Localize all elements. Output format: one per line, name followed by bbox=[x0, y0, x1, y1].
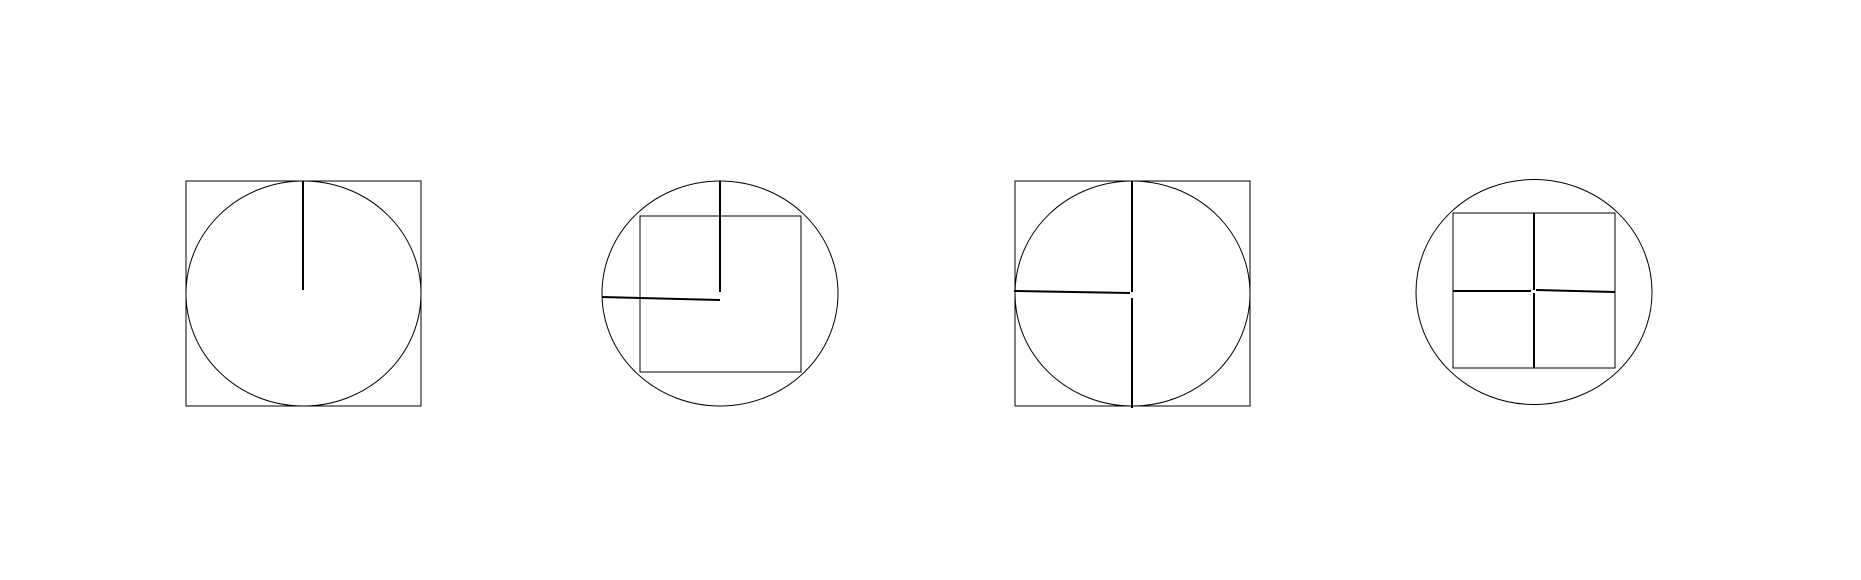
figure-2 bbox=[601, 180, 839, 407]
figure-4-segment-right bbox=[1535, 289, 1616, 293]
figure-3-segment-left bbox=[1013, 290, 1131, 294]
figure-1 bbox=[185, 180, 422, 407]
figure-2-segment-left bbox=[601, 296, 721, 301]
figure-4 bbox=[1415, 179, 1653, 405]
figure-4-outer-circle bbox=[1415, 179, 1653, 405]
figure-3 bbox=[1013, 180, 1251, 408]
